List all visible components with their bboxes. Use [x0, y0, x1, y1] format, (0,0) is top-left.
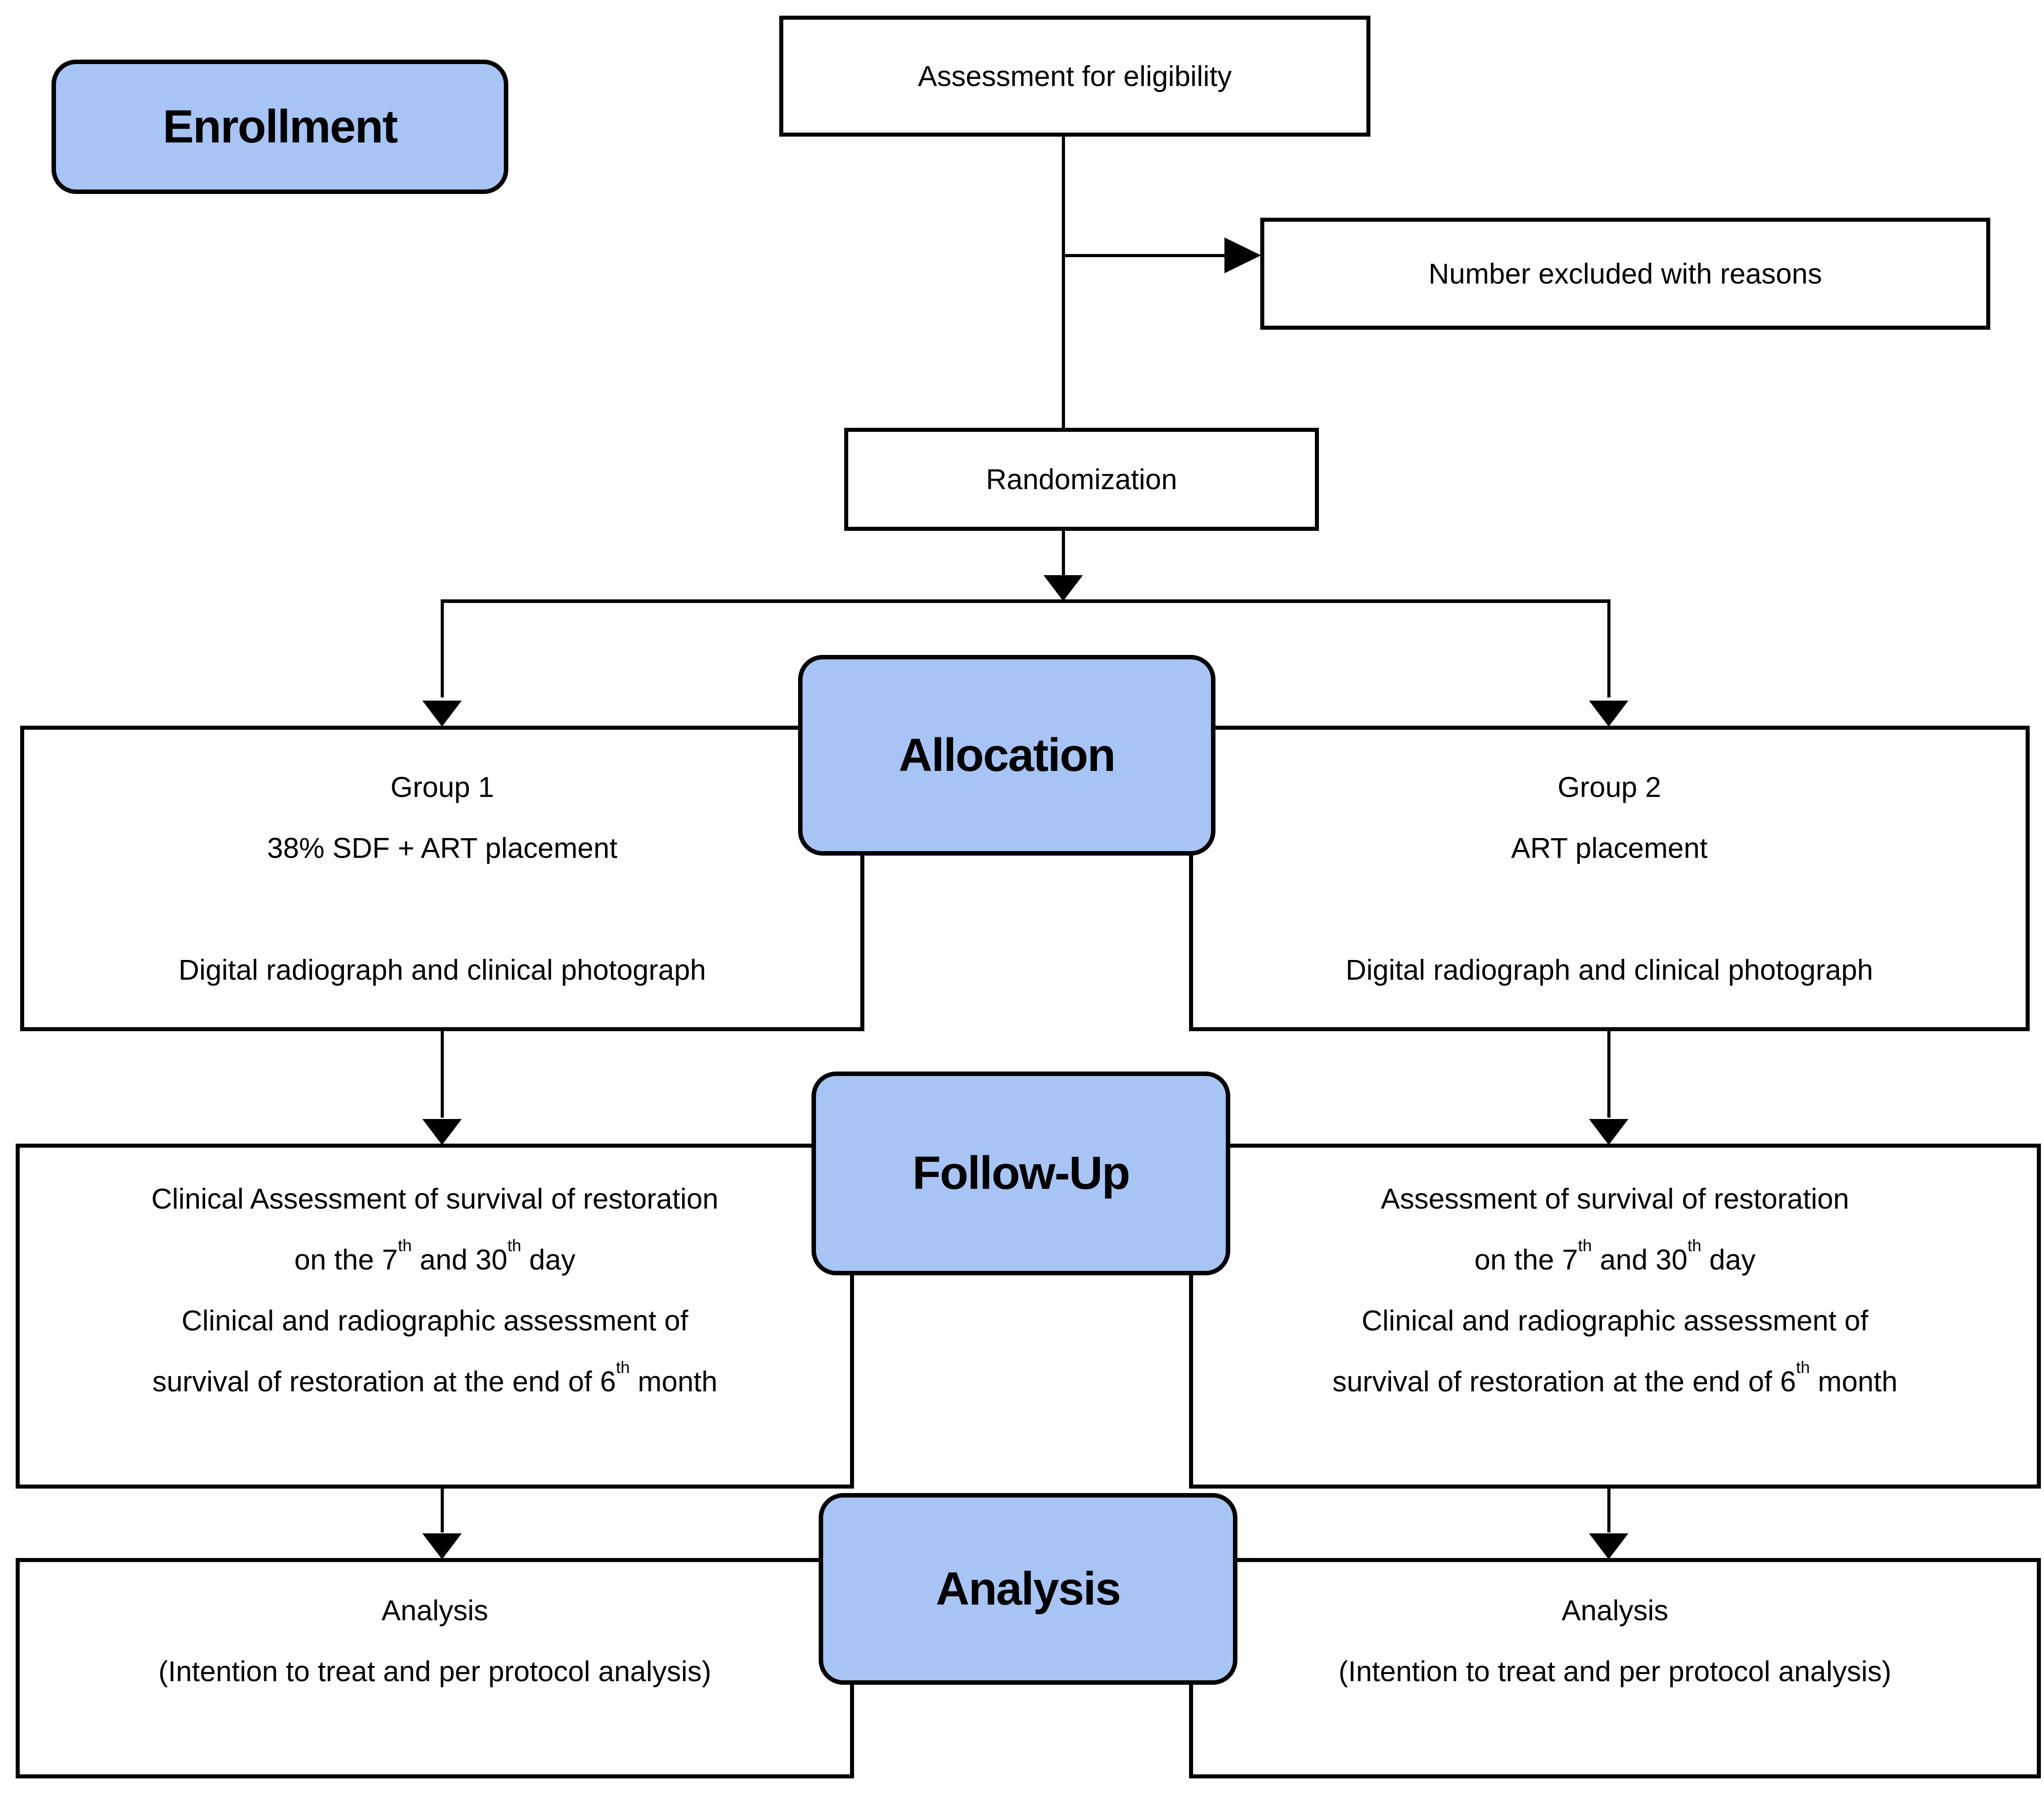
- connector-followup-left-to-analysis: [441, 1488, 444, 1532]
- connector-assessment-to-randomization: [1062, 134, 1065, 430]
- connector-branch-to-group2: [1607, 601, 1610, 697]
- group1-spacer: [24, 878, 860, 939]
- excluded-text: Number excluded with reasons: [1428, 258, 1822, 290]
- allocation-stage-text: Allocation: [898, 729, 1116, 781]
- followup-left-line1: Clinical Assessment of survival of resto…: [151, 1183, 719, 1215]
- analysis-right-line1: Analysis: [1561, 1594, 1669, 1627]
- branch-line: [441, 599, 1610, 603]
- analysis-stage-label: Analysis: [819, 1493, 1237, 1685]
- excluded-box: Number excluded with reasons: [1260, 218, 1990, 330]
- arrowhead-analysis-right-icon: [1589, 1533, 1628, 1559]
- group2-box: Group 2 ART placement Digital radiograph…: [1189, 726, 2030, 1031]
- arrowhead-group2-icon: [1589, 701, 1628, 727]
- arrowhead-group1-icon: [422, 701, 462, 727]
- followup-left-line2: on the 7th and 30th day: [294, 1236, 575, 1276]
- group2-records: Digital radiograph and clinical photogra…: [1345, 954, 1873, 986]
- group2-title: Group 2: [1557, 771, 1662, 803]
- group1-title: Group 1: [390, 771, 494, 803]
- analysis-left-line2: (Intention to treat and per protocol ana…: [158, 1655, 712, 1687]
- followup-stage-label: Follow-Up: [812, 1072, 1230, 1275]
- assessment-eligibility-text: Assessment for eligibility: [918, 60, 1232, 92]
- followup-left-line4: survival of restoration at the end of 6t…: [152, 1358, 717, 1398]
- analysis-stage-text: Analysis: [936, 1562, 1121, 1615]
- arrowhead-followup-right-icon: [1589, 1119, 1628, 1145]
- arrowhead-analysis-left-icon: [422, 1533, 462, 1559]
- connector-group2-to-followup: [1607, 1030, 1610, 1118]
- followup-right-line2: on the 7th and 30th day: [1474, 1236, 1756, 1276]
- followup-right-line1: Assessment of survival of restoration: [1381, 1183, 1849, 1215]
- analysis-right-line2: (Intention to treat and per protocol ana…: [1338, 1655, 1892, 1687]
- group2-intervention: ART placement: [1511, 832, 1708, 864]
- connector-group1-to-followup: [441, 1030, 444, 1118]
- assessment-eligibility-box: Assessment for eligibility: [779, 16, 1370, 137]
- arrowhead-excluded-icon: [1224, 237, 1261, 273]
- randomization-box: Randomization: [844, 428, 1319, 531]
- arrowhead-followup-left-icon: [422, 1119, 462, 1145]
- group1-intervention: 38% SDF + ART placement: [267, 832, 618, 864]
- arrowhead-branch-icon: [1043, 575, 1083, 601]
- analysis-left-box: Analysis (Intention to treat and per pro…: [16, 1558, 854, 1778]
- followup-right-line3: Clinical and radiographic assessment of: [1361, 1304, 1868, 1337]
- connector-randomization-to-branch: [1062, 531, 1065, 576]
- allocation-stage-label: Allocation: [798, 655, 1215, 856]
- group1-records: Digital radiograph and clinical photogra…: [178, 954, 706, 986]
- randomization-text: Randomization: [986, 463, 1177, 495]
- followup-right-line4: survival of restoration at the end of 6t…: [1332, 1358, 1898, 1398]
- followup-stage-text: Follow-Up: [912, 1147, 1130, 1199]
- analysis-left-line1: Analysis: [381, 1594, 489, 1627]
- connector-to-excluded: [1062, 254, 1225, 257]
- followup-left-box: Clinical Assessment of survival of resto…: [16, 1144, 854, 1489]
- analysis-right-box: Analysis (Intention to treat and per pro…: [1189, 1558, 2041, 1778]
- followup-right-box: Assessment of survival of restoration on…: [1189, 1144, 2041, 1489]
- connector-branch-to-group1: [441, 601, 444, 697]
- followup-left-line3: Clinical and radiographic assessment of: [181, 1304, 688, 1337]
- enrollment-stage-label: Enrollment: [52, 60, 508, 194]
- connector-followup-right-to-analysis: [1607, 1488, 1610, 1532]
- group2-spacer: [1193, 878, 2026, 939]
- group1-box: Group 1 38% SDF + ART placement Digital …: [20, 726, 864, 1031]
- enrollment-stage-text: Enrollment: [163, 100, 398, 153]
